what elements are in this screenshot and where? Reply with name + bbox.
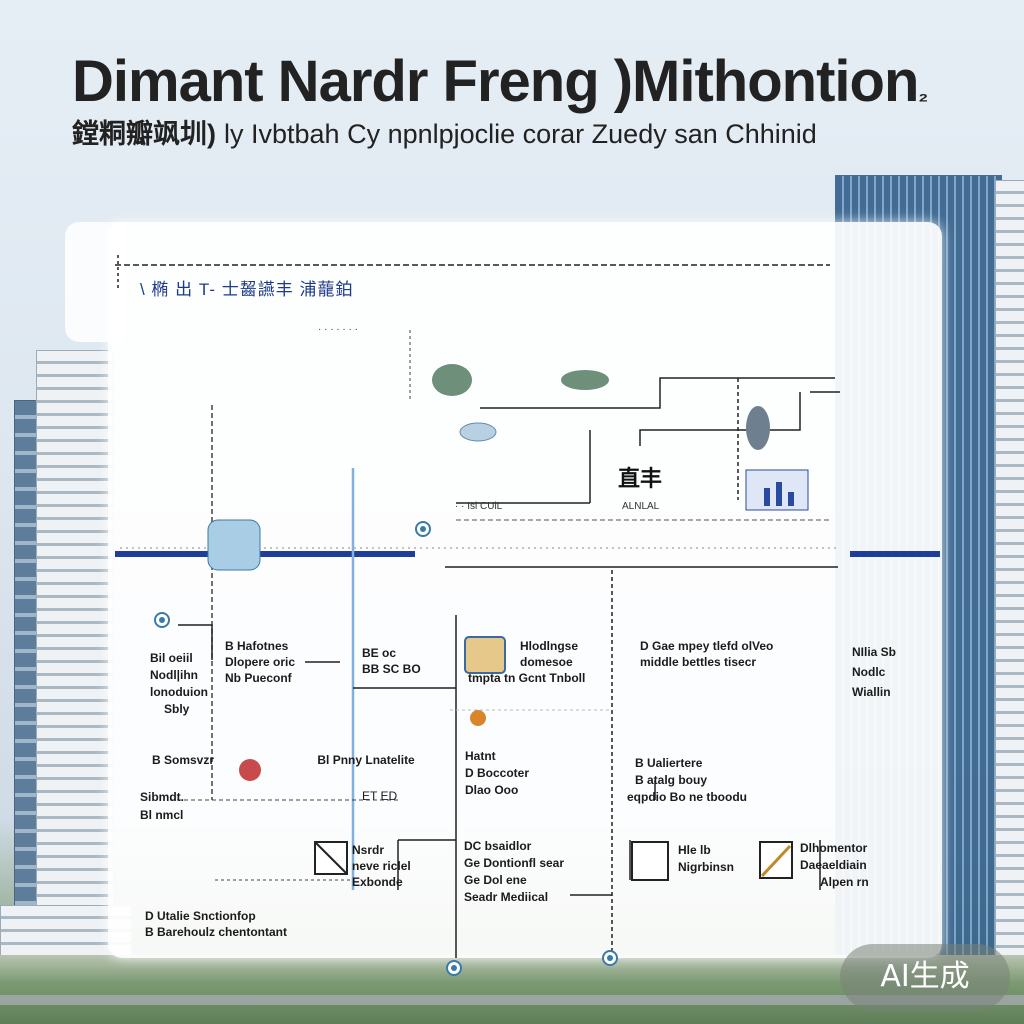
diagram-small-marks: · · · · · · · <box>318 324 358 335</box>
tower-icon <box>746 406 770 450</box>
page-subtitle: 鏜粡瓣飒圳) ly Ivbtbah Cy npnlpjoclie corar Zu… <box>72 112 817 151</box>
tree-icon <box>561 370 609 390</box>
panel-icon <box>464 636 506 674</box>
box-icon <box>631 841 669 881</box>
ai-generated-badge: AI生成 <box>840 944 1010 1010</box>
junction-node[interactable] <box>154 612 170 628</box>
subtitle-cjk: 鏜粡瓣飒圳) <box>72 119 216 149</box>
junction-node[interactable] <box>415 521 431 537</box>
junction-node[interactable] <box>446 960 462 976</box>
diagram-header-label: \ 椭 出 T- 士齧讌丰 浦蘢鉑 <box>140 280 354 299</box>
background-building <box>995 180 1024 962</box>
marker-icon <box>470 710 486 726</box>
tank-icon <box>459 422 497 442</box>
center-cjk-label: 直丰 <box>618 466 663 491</box>
road <box>0 995 1024 1005</box>
subtitle-text: ly Ivbtbah Cy npnlpjoclie corar Zuedy sa… <box>224 119 817 149</box>
page-title: Dimant Nardr Freng )Mithontion₂ <box>72 49 928 114</box>
block-label-6: B Somsvzr Bl Pnny Lnatelite ET ED <box>152 753 415 803</box>
block-label-7: Sibmdt.Bl nmcl <box>140 790 184 822</box>
fire-icon <box>239 759 261 781</box>
junction-node[interactable] <box>602 950 618 966</box>
tree-icon <box>432 364 472 396</box>
top-row-label: · · Isi CUlL <box>455 501 503 512</box>
center-sub-label: ALNLAL <box>622 501 660 512</box>
equipment-icon <box>207 519 261 571</box>
diagram-panel <box>108 222 942 958</box>
background-building <box>36 350 114 932</box>
